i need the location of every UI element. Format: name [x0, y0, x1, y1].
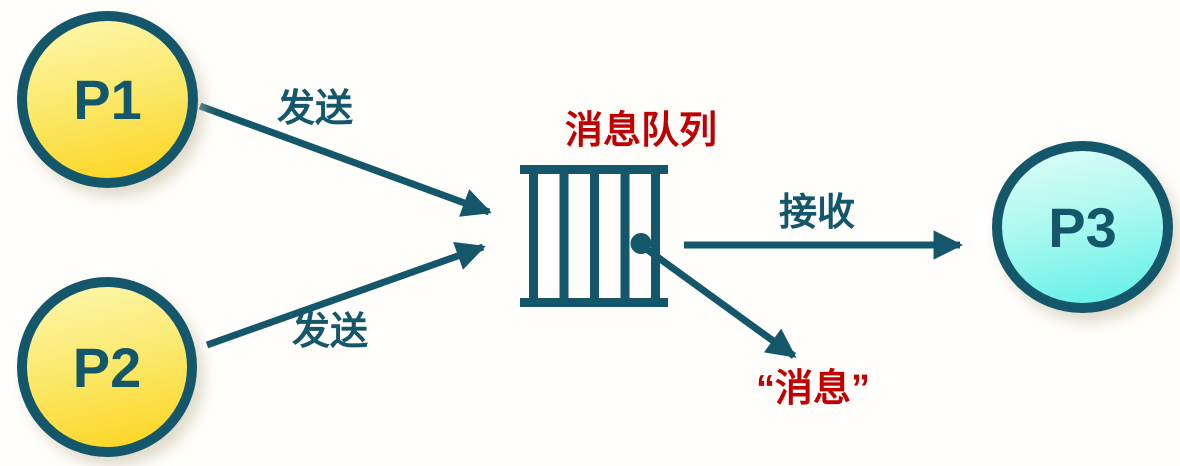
- process-label-p2: P2: [72, 335, 142, 399]
- message-label: “消息”: [755, 368, 870, 410]
- process-label-p3: P3: [1048, 195, 1117, 259]
- send-label-p1: 发送: [276, 88, 353, 130]
- send-label-p2: 发送: [291, 311, 368, 353]
- process-label-p1: P1: [73, 68, 142, 131]
- process-node-p3: P3: [992, 141, 1173, 313]
- send-arrow-p2: [205, 242, 486, 349]
- receive-label: 接收: [778, 192, 855, 234]
- message-callout-arrow: [642, 245, 797, 359]
- process-node-p1: P1: [17, 11, 198, 188]
- process-node-p2: P2: [17, 277, 197, 457]
- queue-title: 消息队列: [564, 110, 717, 152]
- message-queue-icon: [520, 165, 668, 307]
- send-arrow-p1: [198, 102, 492, 217]
